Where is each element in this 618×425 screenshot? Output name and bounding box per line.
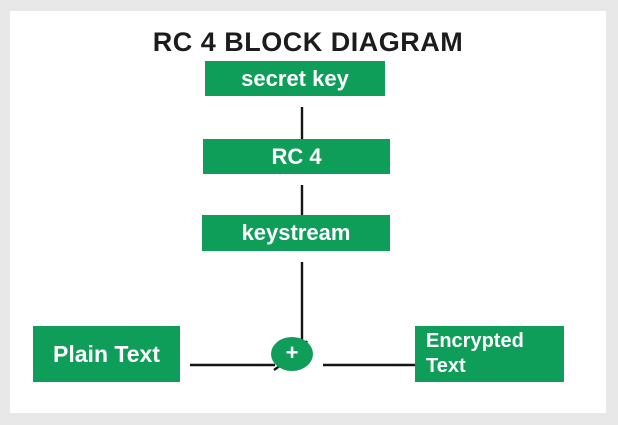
diagram-title: RC 4 BLOCK DIAGRAM <box>152 27 464 57</box>
node-plain-text: Plain Text <box>33 326 180 382</box>
node-rc4: RC 4 <box>203 139 390 174</box>
node-secret-key: secret key <box>205 61 385 96</box>
node-keystream: keystream <box>202 215 390 251</box>
node-encrypted-text: Encrypted Text <box>415 326 564 382</box>
node-xor-plus: + <box>271 337 313 371</box>
